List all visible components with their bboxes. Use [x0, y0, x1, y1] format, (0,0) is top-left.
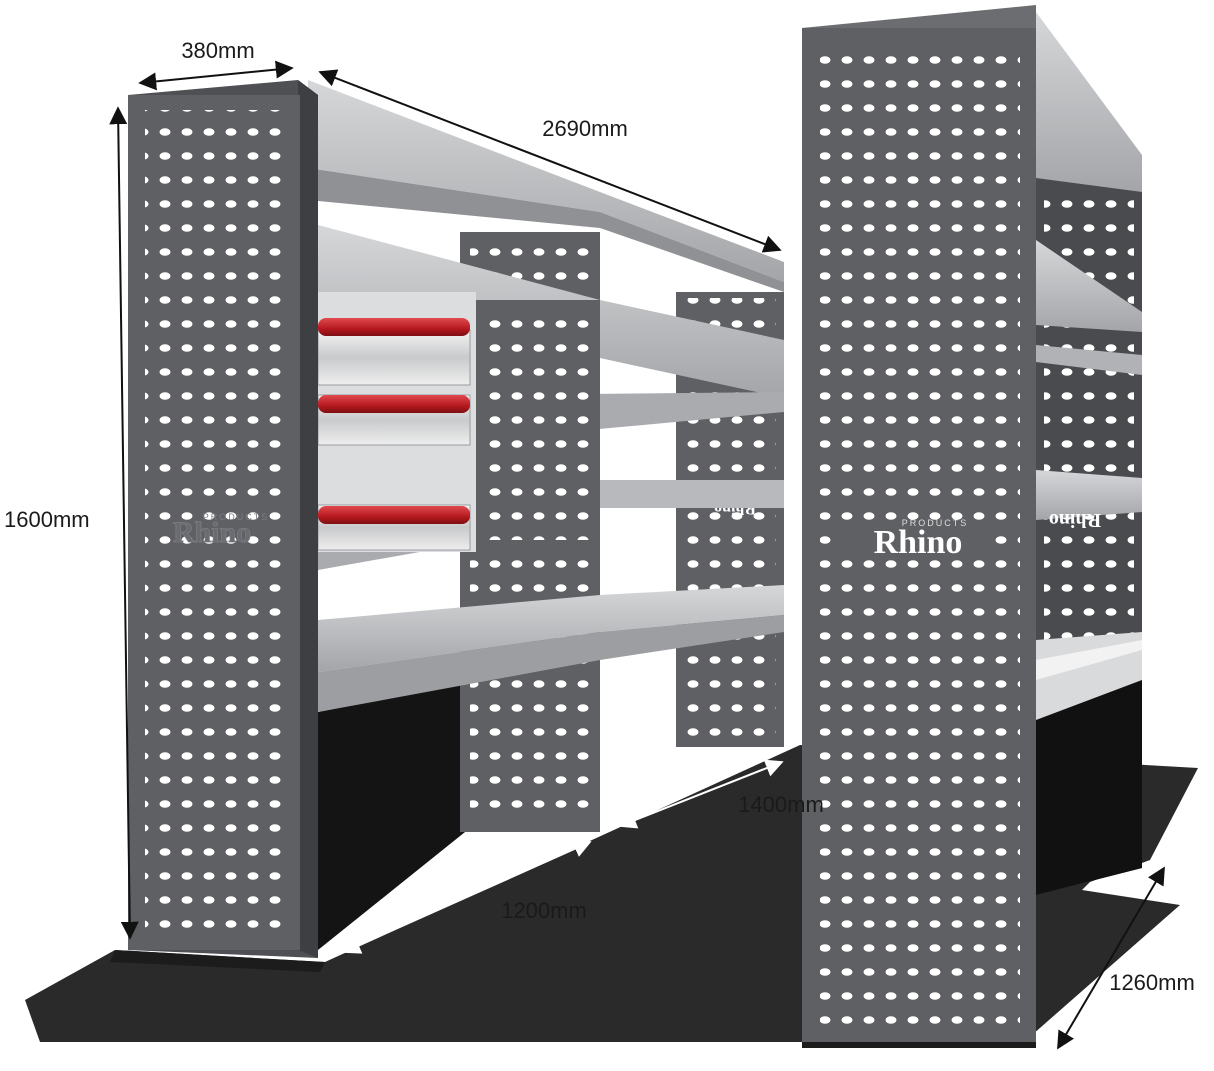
left-upright-logo-sub: PRODUCTS — [203, 512, 270, 522]
drawer-handle — [318, 506, 470, 524]
dim-1260-line — [1057, 866, 1165, 1050]
dim-label-1260: 1260mm — [1109, 970, 1195, 995]
dim-label-1600: 1600mm — [4, 507, 90, 532]
left-front-upright: Rhino PRODUCTS — [128, 80, 318, 958]
right-unit: Rhino — [1036, 12, 1142, 895]
dim-1200-line — [342, 840, 592, 954]
dim-1600-line — [109, 106, 139, 940]
dim-380-line — [138, 60, 294, 91]
right-inner-logo: Rhino — [1049, 509, 1101, 531]
floor-mat-front — [110, 950, 325, 972]
drawer-unit — [317, 292, 600, 552]
right-upright-logo-sub: PRODUCTS — [902, 518, 969, 528]
drawer-handle — [318, 395, 470, 413]
right-upright-logo: Rhino — [874, 524, 963, 561]
dim-label-1400: 1400mm — [738, 792, 824, 817]
dim-label-1200: 1200mm — [501, 898, 587, 923]
dimension-lines — [109, 60, 1165, 1050]
drawer-handle — [318, 318, 470, 336]
dim-2690-line — [318, 69, 782, 253]
right-front-upright: Rhino PRODUCTS — [802, 5, 1036, 1048]
dim-label-380: 380mm — [181, 38, 254, 63]
dim-label-2690: 2690mm — [542, 116, 628, 141]
left-upright-logo: Rhino — [173, 516, 251, 549]
dim-1400-line — [618, 759, 784, 829]
